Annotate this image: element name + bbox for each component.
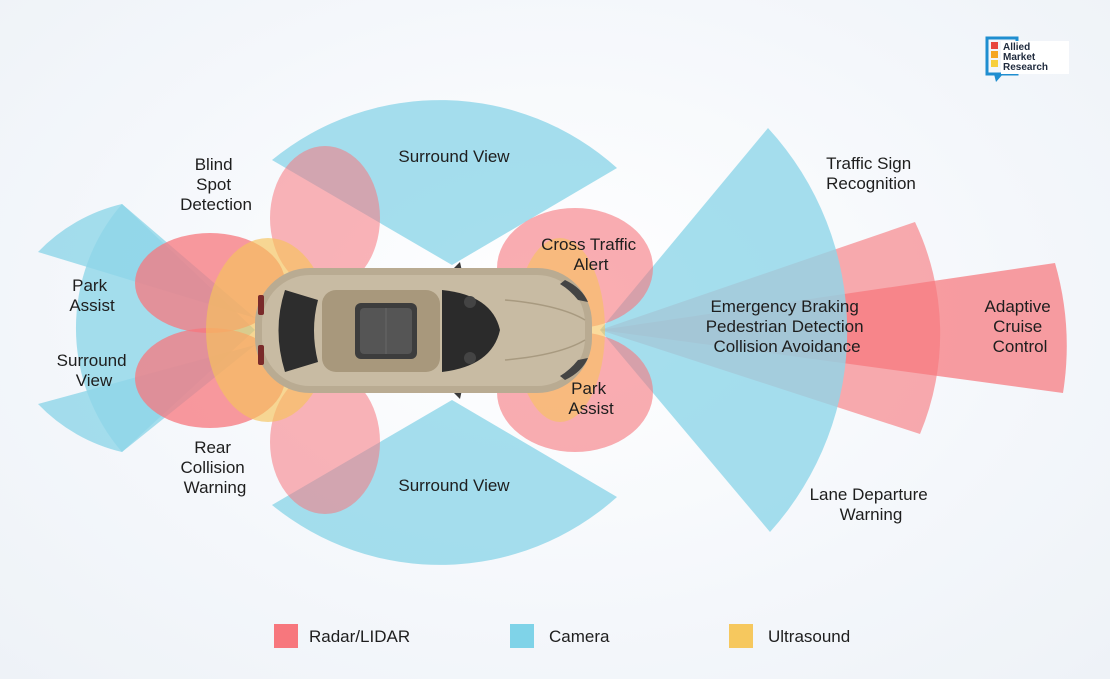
label-adaptive-cruise: Adaptive Cruise Control xyxy=(985,297,1056,356)
legend-label-ultrasound: Ultrasound xyxy=(768,627,850,646)
brand-line-1: Allied xyxy=(1003,42,1030,53)
taillight-right xyxy=(258,345,264,365)
label-blind-spot: Blind Spot Detection xyxy=(180,155,252,214)
car-top-view xyxy=(255,262,592,399)
label-rear-collision: Rear Collision Warning xyxy=(181,438,250,497)
label-surround-view-bottom: Surround View xyxy=(398,476,510,495)
legend-item-radar: Radar/LIDAR xyxy=(274,624,410,648)
legend-label-radar: Radar/LIDAR xyxy=(309,627,410,646)
windshield xyxy=(442,290,500,372)
headlight-left xyxy=(560,280,588,302)
label-park-assist-left: Park Assist xyxy=(69,276,115,315)
label-surround-view-left: Surround View xyxy=(57,351,132,390)
brand-line-2: Market xyxy=(1003,52,1036,63)
legend-swatch-camera xyxy=(510,624,534,648)
headlight-right xyxy=(560,358,588,380)
legend-label-camera: Camera xyxy=(549,627,610,646)
label-cross-traffic: Cross Traffic Alert xyxy=(541,235,641,274)
taillight-left xyxy=(258,295,264,315)
legend-item-camera: Camera xyxy=(510,624,610,648)
feature-labels: Surround View Surround View Blind Spot D… xyxy=(57,147,1056,524)
zone-camera-front xyxy=(600,128,848,532)
allied-market-research-logo: Allied Market Research xyxy=(985,36,1069,82)
label-park-assist-right: Park Assist xyxy=(568,379,614,418)
label-traffic-sign: Traffic Sign Recognition xyxy=(826,154,916,193)
legend-swatch-radar xyxy=(274,624,298,648)
zone-camera-surround-top xyxy=(272,100,617,266)
legend: Radar/LIDAR Camera Ultrasound xyxy=(274,624,850,648)
label-lane-departure: Lane Departure Warning xyxy=(810,485,933,524)
coverage-zones xyxy=(38,100,1067,565)
label-surround-view-top: Surround View xyxy=(398,147,510,166)
brand-line-3: Research xyxy=(1003,62,1048,73)
rear-window xyxy=(278,290,318,372)
zone-camera-surround-bottom xyxy=(272,400,617,565)
label-emergency: Emergency Braking Pedestrian Detection C… xyxy=(706,297,869,356)
legend-item-ultrasound: Ultrasound xyxy=(729,624,850,648)
legend-swatch-ultrasound xyxy=(729,624,753,648)
